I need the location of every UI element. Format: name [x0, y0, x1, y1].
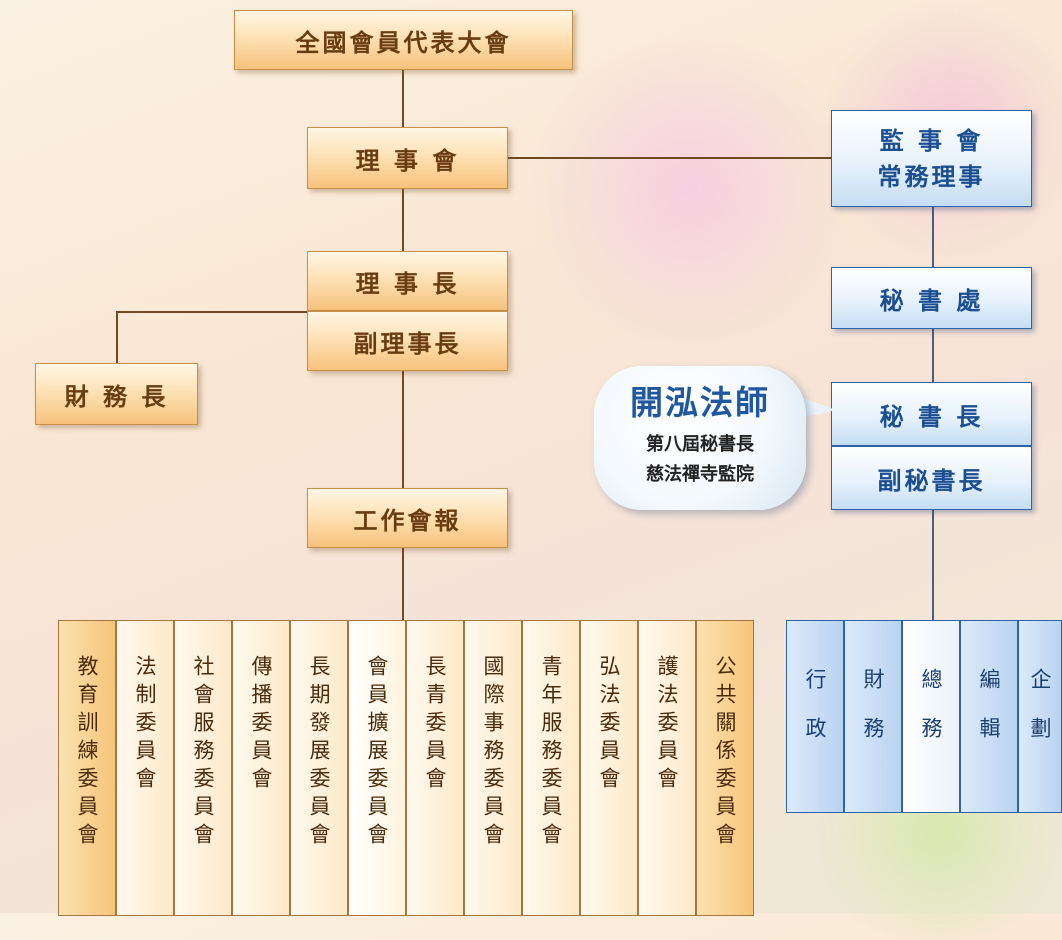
department-column: 總務 — [902, 620, 960, 813]
secretariat-label: 秘 書 處 — [879, 286, 984, 315]
department-column: 財務 — [844, 620, 902, 813]
board-box: 理 事 會 — [307, 127, 508, 189]
vice-chairman-label: 副理事長 — [353, 329, 462, 358]
callout-line1: 第八屆秘書長 — [646, 434, 754, 455]
deputy-secretary-general-box: 副秘書長 — [831, 446, 1032, 510]
background-lotus-petal — [520, 40, 860, 340]
committee-column: 護法委員會 — [638, 620, 696, 916]
connector-work-committees — [402, 548, 404, 620]
connector-board-chairman — [402, 189, 404, 251]
work-meeting-box: 工作會報 — [307, 488, 508, 548]
chairman-label: 理 事 長 — [355, 269, 460, 298]
treasurer-box: 財 務 長 — [35, 363, 198, 425]
board-label: 理 事 會 — [355, 146, 460, 175]
general-assembly-box: 全國會員代表大會 — [234, 10, 573, 70]
secretary-general-label: 秘 書 長 — [879, 402, 984, 431]
connector-vice-work — [402, 371, 404, 488]
secretary-general-box: 秘 書 長 — [831, 382, 1032, 446]
connector-secretariat-secretary — [932, 329, 934, 382]
committee-column: 長青委員會 — [406, 620, 464, 916]
committee-column: 弘法委員會 — [580, 620, 638, 916]
committee-column: 傳播委員會 — [232, 620, 290, 916]
secretariat-box: 秘 書 處 — [831, 267, 1032, 329]
supervisors-label-line1: 監 事 會 — [879, 126, 984, 155]
committee-column: 教育訓練委員會 — [58, 620, 116, 916]
supervisors-label-line2: 常務理事 — [877, 162, 986, 191]
supervisors-box: 監 事 會 常務理事 — [831, 110, 1032, 207]
committee-column: 公共關係委員會 — [696, 620, 754, 916]
callout-bubble: 開泓法師 第八屆秘書長 慈法禪寺監院 — [594, 366, 806, 510]
committee-column: 法制委員會 — [116, 620, 174, 916]
general-assembly-label: 全國會員代表大會 — [295, 28, 512, 57]
callout-line2: 慈法禪寺監院 — [646, 464, 754, 485]
work-meeting-label: 工作會報 — [353, 506, 462, 535]
connector-chairman-treasurer-h — [116, 311, 308, 313]
committee-column: 社會服務委員會 — [174, 620, 232, 916]
deputy-secretary-general-label: 副秘書長 — [877, 466, 986, 495]
chairman-box: 理 事 長 — [307, 251, 508, 311]
department-column: 編輯 — [960, 620, 1018, 813]
department-column: 企劃 — [1018, 620, 1062, 813]
committee-column: 會員擴展委員會 — [348, 620, 406, 916]
committee-column: 青年服務委員會 — [522, 620, 580, 916]
committee-column: 長期發展委員會 — [290, 620, 348, 916]
connector-assembly-board — [402, 69, 404, 127]
treasurer-label: 財 務 長 — [64, 382, 169, 411]
connector-deputy-departments — [932, 510, 934, 620]
connector-board-supervisors — [507, 157, 832, 159]
department-column: 行政 — [786, 620, 844, 813]
vice-chairman-box: 副理事長 — [307, 311, 508, 371]
committee-column: 國際事務委員會 — [464, 620, 522, 916]
connector-supervisors-secretariat — [932, 207, 934, 267]
connector-chairman-treasurer-v — [116, 311, 118, 363]
callout-name: 開泓法師 — [630, 383, 770, 422]
